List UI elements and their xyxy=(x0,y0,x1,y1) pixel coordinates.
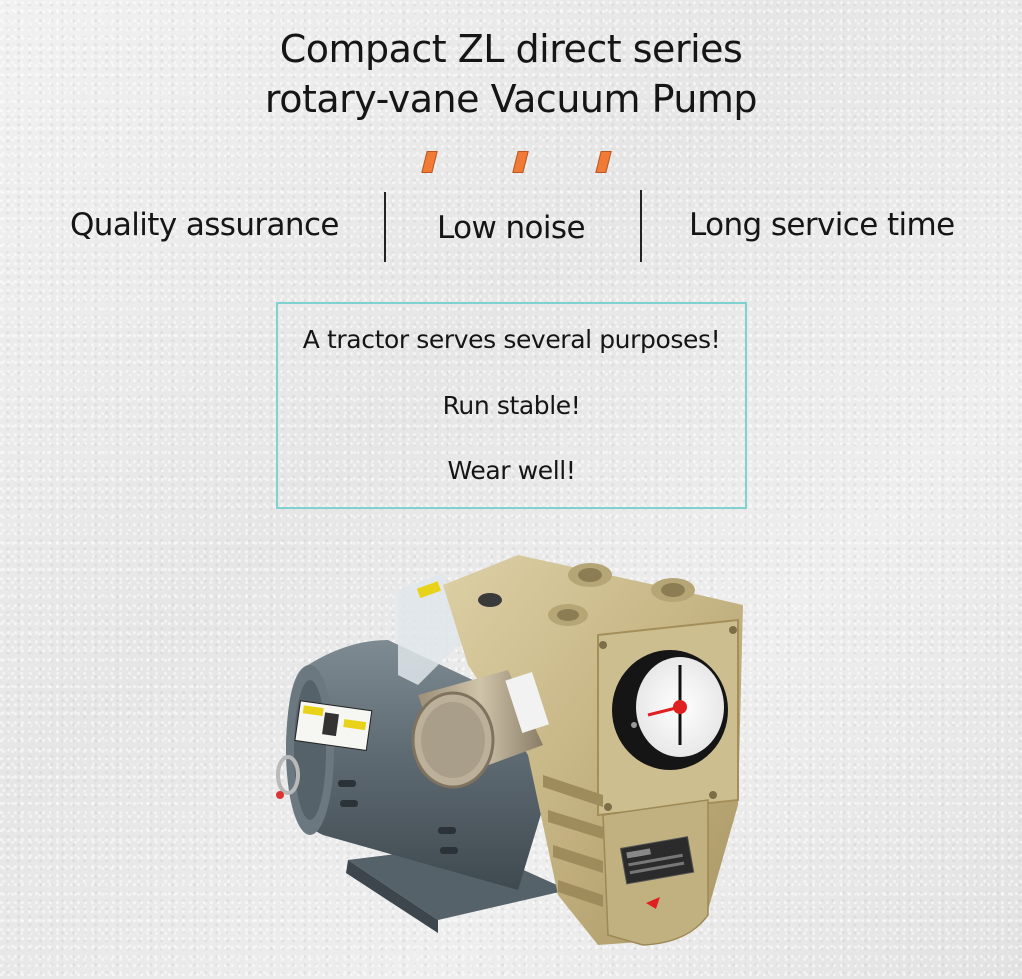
title-line-2: rotary-vane Vacuum Pump xyxy=(264,77,758,121)
accent-marks xyxy=(0,151,1022,177)
info-line-wear-well: Wear well! xyxy=(447,456,576,485)
feature-divider xyxy=(384,192,386,262)
info-box: A tractor serves several purposes! Run s… xyxy=(276,302,747,509)
nameplate-icon xyxy=(619,836,695,885)
feature-divider xyxy=(640,190,642,262)
page-title: Compact ZL direct series rotary-vane Vac… xyxy=(0,24,1022,124)
feature-row: Quality assurance Low noise Long service… xyxy=(0,190,1022,265)
title-line-1: Compact ZL direct series xyxy=(279,27,743,71)
filter-canister-icon xyxy=(411,670,549,789)
vacuum-pump-illustration xyxy=(276,555,743,946)
cable-gland-icon xyxy=(276,755,300,799)
info-line-run-stable: Run stable! xyxy=(442,391,581,420)
product-image xyxy=(268,545,773,970)
feature-low-noise: Low noise xyxy=(437,210,586,246)
accent-mark-icon xyxy=(512,151,529,173)
feature-long-service-time: Long service time xyxy=(689,207,955,243)
motor-base-icon xyxy=(346,845,568,933)
direction-arrow-icon xyxy=(646,897,660,909)
feature-quality-assurance: Quality assurance xyxy=(70,207,339,243)
info-line-purposes: A tractor serves several purposes! xyxy=(302,325,721,354)
accent-mark-icon xyxy=(421,151,438,173)
warning-label-icon xyxy=(294,700,373,752)
accent-mark-icon xyxy=(595,151,612,173)
vacuum-gauge-icon xyxy=(612,650,728,770)
